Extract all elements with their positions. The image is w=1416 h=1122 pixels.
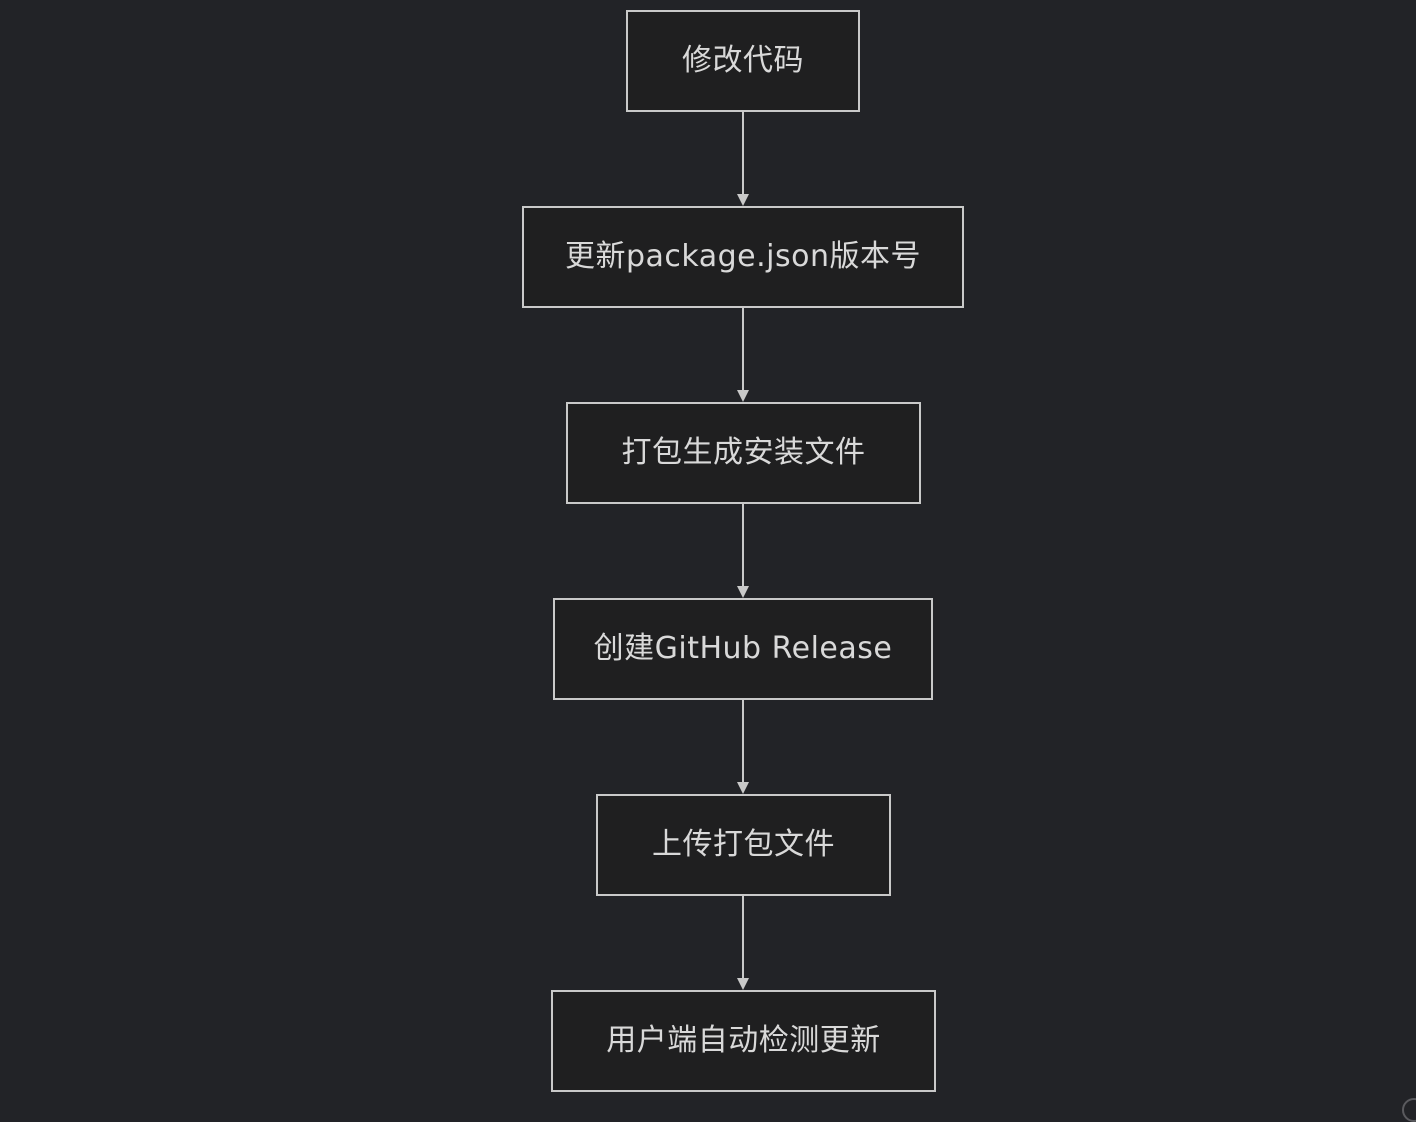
node-build-installer: 打包生成安装文件 <box>566 402 921 504</box>
node-label: 创建GitHub Release <box>593 631 893 666</box>
node-label: 用户端自动检测更新 <box>606 1023 881 1058</box>
node-upload-files: 上传打包文件 <box>596 794 891 896</box>
corner-handle-icon <box>1402 1098 1416 1122</box>
node-label: 上传打包文件 <box>652 827 835 862</box>
node-modify-code: 修改代码 <box>626 10 860 112</box>
node-create-release: 创建GitHub Release <box>553 598 933 700</box>
node-client-update: 用户端自动检测更新 <box>551 990 936 1092</box>
node-update-version: 更新package.json版本号 <box>522 206 964 308</box>
node-label: 打包生成安装文件 <box>621 435 866 470</box>
node-label: 修改代码 <box>682 43 804 78</box>
node-label: 更新package.json版本号 <box>564 239 922 274</box>
